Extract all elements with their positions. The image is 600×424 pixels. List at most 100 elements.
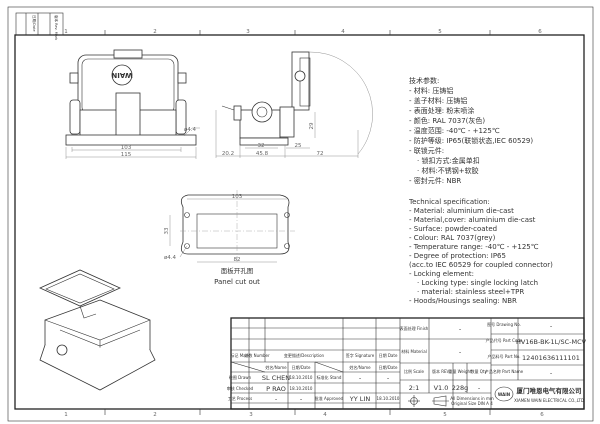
title-block-part-name-value: - [550,369,553,377]
panel-cutout-dims-width: 103 [232,194,243,200]
side-view-dims-c: 32 [258,143,265,149]
spec-cn-1: - 材料: 压铸铝 [409,86,453,95]
frame-column-numbers-2: 3 [246,29,250,35]
title-block-part-no-label: 产品料号 Part No. [487,353,520,359]
panel-cutout-dims-height: 33 [164,227,170,234]
frame-column-numbers-3: 4 [341,29,345,35]
company-name-en: XIAMEN WAIN ELECTRICAL CO.,LTD [514,398,584,403]
side-view-dims-h: 29 [309,122,315,129]
frame-column-numbers-0: 1 [64,29,68,35]
title-block-stand-date: - [387,374,390,382]
title-block-process-name: - [275,395,278,403]
title-block-part-code-label: 产品代号 Part Code [486,337,523,343]
frame-column-numbers-2: 3 [249,412,253,418]
outer-border [7,6,594,422]
title-block-process-label: 工艺 Process [228,396,252,401]
title-block-process-date: - [300,395,303,403]
spec-en-11: - Hoods/Housings sealing: NBR [409,297,517,305]
title-block-scale-label: 比例 Scale [404,368,425,374]
side-view-dims-e: 72 [317,151,324,157]
spec-cn-8: · 锁扣方式:金属单扣 [417,156,480,165]
title-block-dimensions-note-2: Original Size DIN A 4 [451,401,493,406]
spec-en-0: Technical specification: [408,198,490,206]
title-block-checked-date: 18.10.2010 [290,386,313,391]
title-block-checked-name: P RAO [266,385,286,393]
spec-en-2: - Material,cover: aluminium die-cast [409,216,536,224]
revision-strip: 日期/Date 版本 Rev. Mark [15,12,64,41]
spec-en-4: - Colour: RAL 7037(grey) [409,234,496,242]
frame-column-numbers-5: 6 [538,29,542,35]
spec-cn-3: - 表面处理: 粉末喷涂 [409,106,474,115]
spec-cn-9: · 材料:不锈钢+软胶 [417,166,479,175]
panel-cutout-view: 103 33 82 ø4.4 面板开孔图 Panel cut out [164,190,295,286]
wain-logo: WAIN [111,71,132,79]
cone-projection-icon [432,395,449,407]
title-block-name-hdr: 姓名/Name [265,364,287,370]
title-block-drawn-label: 绘图 Drawn [229,374,252,380]
title-block-rev-value: V1.0 [434,384,449,392]
title-block-checked-label: 审核 Checked [227,385,254,391]
title-block-approved-label: 批准 Approved [315,395,344,401]
title-block-stand-name: - [359,374,362,382]
title-block-weight-value: 228g [452,384,469,392]
title-block-stand-label: 标准化 Stand [317,374,342,380]
title-block-part-code-value: HV16B-BK-1L/SC-MCV [516,338,587,346]
title-block-headers-mark: 标记 Mark [230,352,250,358]
frame-column-numbers-4: 5 [443,412,447,418]
panel-cutout-dims-inner: 82 [234,257,241,263]
title-block-drawn-date: 18.10.2010 [290,375,313,380]
side-view-dims-b: 45.8 [256,151,269,157]
title-block: 标记 Mark 处数 Number 变更描述/Description 签字 Si… [227,317,587,410]
company-logo: WAIN [494,386,514,402]
frame-column-numbers-1: 2 [153,412,157,418]
spec-chinese: 技术参数: - 材料: 压铸铝 - 盖子材料: 压铸铝 - 表面处理: 粉末喷涂… [409,76,533,185]
title-block-qty-value: - [478,384,481,392]
spec-cn-0: 技术参数: [409,76,439,85]
frame-column-numbers-3: 4 [323,412,327,418]
spec-en-6: - Degree of protection: IP65 [409,252,506,260]
front-view-dims-inner: 103 [121,145,132,151]
front-view-dims-hole: ø4.4 [184,127,197,133]
title-block-finish-label: 表面处理 Finish [400,325,429,331]
spec-en-8: - Locking element: [409,270,474,278]
title-block-part-no-value: 12401636111101 [522,354,580,362]
spec-en-10: · material: stainless steel+TPR [417,288,524,296]
rev-strip-date: 日期/Date [32,15,37,32]
spec-cn-6: - 防护等级: IP65(联锁状态,IEC 60529) [409,136,533,145]
title-block-headers-date: 日期 Date [379,352,398,358]
title-block-headers-number: 处数 Number [244,352,270,358]
frame-column-numbers-1: 2 [153,29,157,35]
title-block-date-hdr2: 日期/Date [379,364,398,370]
spec-en-7: (acc.to IEC 60529 for coupled connector) [409,261,553,269]
front-view: WAIN 103 115 ø4.4 [65,49,200,159]
side-view-dims-a: 20.2 [222,151,234,157]
spec-english: Technical specification: - Material: alu… [408,198,553,305]
spec-en-5: - Temperature range: -40℃ - +125℃ [409,243,539,251]
first-angle-projection-icon [408,395,420,407]
title-block-headers-signature: 签字 Signature [346,352,375,358]
spec-cn-10: - 密封元件: NBR [409,176,461,185]
front-view-dims-outer: 115 [121,152,132,158]
spec-en-9: · Locking type: single locking latch [417,279,538,287]
title-block-headers-description: 变更描述/Description [284,352,325,358]
side-view-dims-d: 25 [295,143,302,149]
spec-cn-4: - 颜色: RAL 7037(灰色) [409,116,485,125]
title-block-part-name-label: 产品名称 Part Name [485,368,524,374]
title-block-scale-value: 2:1 [409,384,419,392]
panel-cutout-dims-hole: ø4.4 [164,255,177,261]
company-name-cn: 厦门唯恩电气有限公司 [517,386,582,395]
title-block-drawing-no-label: 图号 Drawing No. [487,321,521,327]
column-numbers: 1 2 3 4 5 6 1 2 3 4 5 6 [64,29,544,418]
panel-cutout-caption-en: Panel cut out [214,278,260,286]
frame-column-numbers-4: 5 [438,29,442,35]
title-block-qty-label: 数量 Qty. [470,368,487,374]
frame-column-numbers-5: 6 [540,412,544,418]
title-block-material-value: - [459,348,462,356]
title-block-rev-label: 版本 REV. [432,368,450,374]
title-block-drawing-no-value: - [550,322,553,330]
title-block-approved-date: 18.10.2010 [377,396,400,401]
title-block-date-hdr: 日期/Date [292,364,311,370]
title-block-dimensions-note-1: All Dimensions in mm [450,396,494,401]
spec-en-1: - Material: aluminium die-cast [409,207,514,215]
